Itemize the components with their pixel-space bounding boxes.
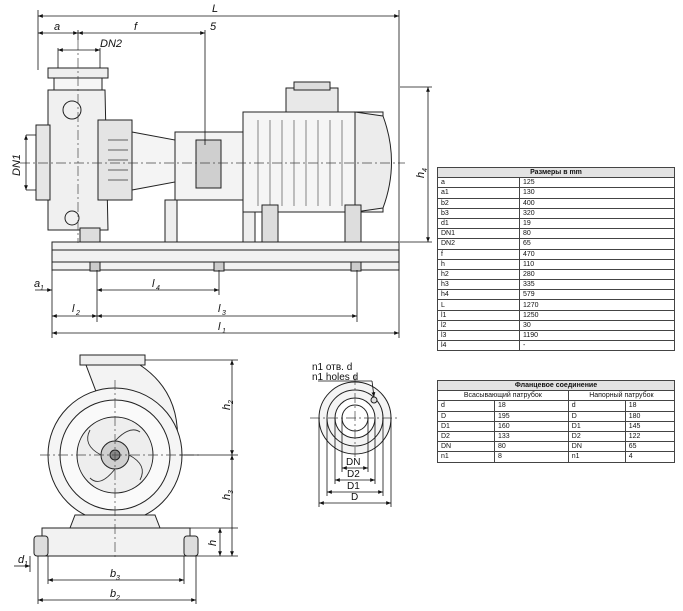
- front-view-dim-labels: h 2 h 3 h d 1 b 3 b 2: [18, 400, 235, 602]
- baseplate: [51, 241, 400, 271]
- dim-l1-sub: 1: [222, 328, 226, 335]
- table-row: l4-: [437, 340, 675, 352]
- dim-a: a: [54, 21, 60, 33]
- dim-d1: d: [18, 554, 25, 566]
- flange-dim-D: D: [351, 492, 358, 503]
- side-view: [20, 40, 405, 272]
- dim-b2: b: [110, 588, 116, 600]
- suction-header: Всасывающий патрубок: [437, 390, 569, 402]
- dim-a1: a: [34, 278, 40, 290]
- dim-h2: h: [221, 404, 233, 410]
- dim-h3-sub: 3: [228, 490, 235, 494]
- dim-h2-sub: 2: [228, 400, 235, 405]
- front-baseplate: [41, 527, 191, 557]
- flange-holes-label-ru: n1 отв. d: [312, 362, 352, 373]
- pump-casing: [35, 67, 176, 243]
- dim-b3: b: [110, 568, 116, 580]
- discharge-header: Напорный патрубок: [567, 390, 676, 402]
- dim-l2: l: [72, 303, 75, 315]
- dim-L: L: [212, 3, 218, 15]
- motor: [242, 81, 392, 243]
- dim-d1-sub: 1: [24, 561, 28, 568]
- side-view-dimensions: [24, 10, 432, 338]
- dim-DN1: DN1: [11, 154, 23, 176]
- flange-dim-D1: D1: [347, 481, 360, 492]
- flange-connection-table: Фланцевое соединение Всасывающий патрубо…: [437, 379, 676, 463]
- side-view-dim-labels: L a f 5 DN2 DN1 h 4 a 1 l 4 l 2 l 3 l 1: [11, 3, 429, 335]
- dim-l4: l: [152, 278, 155, 290]
- dim-f: f: [134, 21, 138, 33]
- dim-h3: h: [221, 494, 233, 500]
- dim-l4-sub: 4: [156, 285, 160, 292]
- front-view-dimensions: [14, 359, 238, 604]
- flange-holes-label-en: n1 holes d: [312, 372, 358, 383]
- dimensions-table-title: Размеры в mm: [437, 166, 675, 179]
- flange-dim-D2: D2: [347, 469, 360, 480]
- dim-l3-sub: 3: [222, 310, 226, 317]
- flange-view: [310, 375, 400, 460]
- dim-l1: l: [218, 321, 221, 333]
- dim-b2-sub: 2: [115, 595, 120, 602]
- dim-DN2: DN2: [100, 38, 122, 50]
- dim-a1-sub: 1: [40, 285, 44, 292]
- dim-h: h: [207, 540, 219, 546]
- dim-h4: h: [415, 172, 427, 178]
- flange-view-labels: n1 отв. d n1 holes d DN D2 D1 D: [312, 362, 360, 503]
- front-view: [33, 354, 200, 560]
- coupling-guard: [164, 131, 256, 243]
- dim-b3-sub: 3: [116, 575, 120, 582]
- dim-5: 5: [210, 21, 217, 33]
- dim-h4-sub: 4: [422, 168, 429, 172]
- flange-table-title: Фланцевое соединение: [437, 379, 675, 392]
- dim-l3: l: [218, 303, 221, 315]
- flange-dim-DN: DN: [346, 457, 360, 468]
- flange-view-dimensions: [318, 380, 392, 507]
- dim-l2-sub: 2: [75, 310, 80, 317]
